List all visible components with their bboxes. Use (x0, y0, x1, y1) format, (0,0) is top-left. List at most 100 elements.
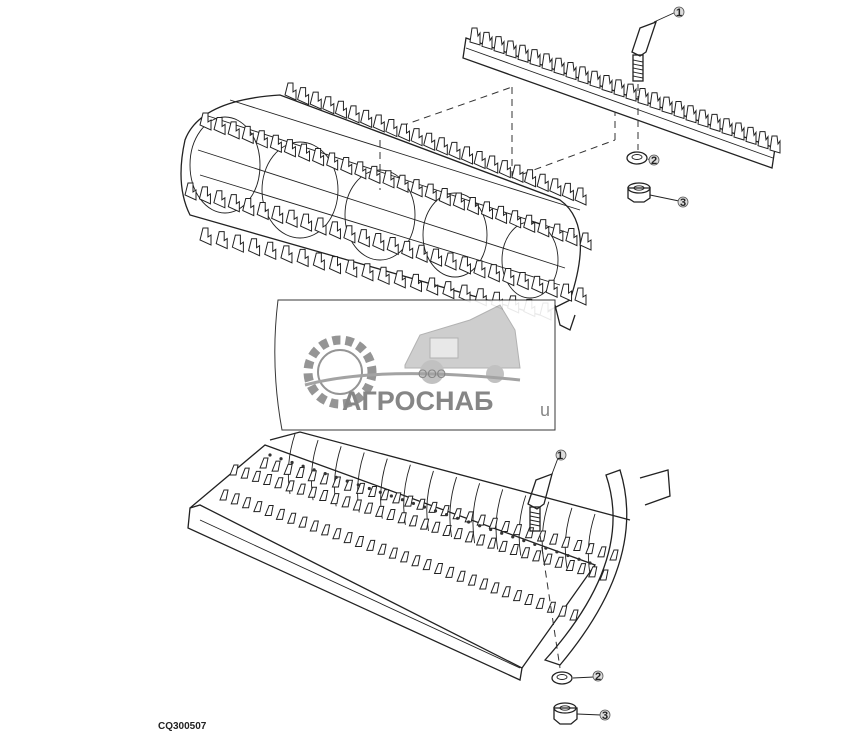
cylinder-tooth (551, 223, 564, 242)
cylinder-tooth (426, 277, 439, 296)
cylinder-tooth (466, 196, 479, 216)
cylinder-tooth (502, 268, 515, 287)
callout-2-top-label: 2 (651, 155, 657, 167)
nut-top[interactable] (627, 182, 651, 203)
figure-code: CQ300507 (158, 721, 207, 731)
rail-rivet (268, 453, 272, 457)
cylinder-tooth (536, 173, 549, 193)
cylinder-tooth (284, 82, 297, 101)
concave-wire (500, 520, 510, 532)
rasp-tooth (577, 66, 589, 85)
concave-wire (464, 531, 475, 543)
callout-1-bottom: 1 (551, 449, 567, 475)
rasp-tooth (685, 105, 697, 124)
concave-wire (535, 597, 545, 609)
concave-wire (456, 570, 466, 582)
concave-wire (377, 543, 387, 555)
cylinder-tooth (429, 248, 443, 267)
rasp-tooth (565, 62, 577, 81)
cylinder-tooth (523, 169, 537, 188)
cylinder-tooth (269, 134, 282, 153)
rasp-bolt-bottom[interactable] (527, 472, 553, 532)
cylinder-tooth (559, 283, 573, 302)
concave-wire (262, 474, 273, 486)
rail-rivet (389, 494, 393, 498)
concave-bar (426, 470, 434, 531)
callout-2-top: 2 (647, 154, 660, 167)
concave-wire (285, 480, 295, 492)
cylinder-tooth (574, 187, 587, 206)
cylinder-tooth (322, 96, 335, 115)
cylinder-tooth (397, 123, 410, 142)
concave-wire (524, 527, 535, 539)
rail-rivet (467, 520, 471, 524)
cylinder-tooth (480, 201, 493, 220)
rasp-tooth (529, 49, 541, 68)
rasp-bolt-top[interactable] (631, 20, 658, 82)
concave-wire (557, 605, 568, 617)
cylinder-tooth (435, 137, 448, 156)
cylinder-tooth (452, 192, 465, 211)
concave-wire (366, 539, 376, 551)
concave-wire (597, 546, 607, 558)
concave-wire (388, 547, 398, 559)
concave-wire (309, 520, 319, 532)
washer-top[interactable] (626, 151, 648, 165)
concave-wire (375, 505, 385, 517)
callout-3-bottom: 3 (576, 709, 611, 722)
rasp-tooth (745, 126, 757, 146)
rail-rivet (588, 561, 592, 565)
cylinder-tooth (460, 146, 474, 165)
threshing-cylinder (180, 82, 592, 331)
concave-wire (399, 551, 410, 563)
concave-wire (464, 511, 474, 523)
cylinder-tooth (199, 227, 212, 246)
concave-wire (548, 533, 559, 545)
concave-wire (488, 517, 498, 529)
cylinder-tooth (401, 240, 414, 260)
concave-wire (490, 582, 500, 594)
concave-wire (411, 555, 421, 567)
rail-rivet (279, 457, 283, 461)
cylinder-tooth (345, 259, 358, 278)
rail-rivet (478, 524, 482, 528)
rasp-tooth (757, 131, 769, 150)
cylinder-tooth (199, 112, 212, 131)
cylinder-tooth (393, 270, 406, 289)
concave-wire (330, 493, 340, 505)
concave-wire (433, 563, 444, 575)
concave-wire (585, 543, 595, 555)
cylinder-tooth (334, 100, 347, 120)
cylinder-tooth (545, 279, 558, 298)
washer-bottom[interactable] (551, 671, 573, 685)
cylinder-tooth (410, 179, 423, 198)
cylinder-tooth (579, 232, 592, 251)
callout-1-top-label: 1 (676, 7, 682, 19)
rasp-tooth (601, 75, 613, 94)
concave-wire (569, 609, 579, 621)
rasp-tooth (589, 70, 601, 89)
concave-wire (453, 528, 463, 540)
cylinder-tooth (487, 264, 500, 283)
rail-rivet (544, 546, 548, 550)
concave-wire (576, 563, 587, 575)
cylinder-tooth (473, 260, 486, 279)
concave-wire (251, 470, 262, 482)
concave-wire (320, 524, 331, 536)
cylinder-tooth (198, 186, 211, 205)
concave-wire (274, 477, 284, 489)
cylinder-tooth (442, 281, 455, 300)
cylinder-tooth (377, 266, 390, 286)
gear-icon (303, 335, 377, 409)
cylinder-tooth (283, 139, 296, 158)
rail-rivet (555, 550, 559, 554)
callout-2-bottom: 2 (572, 670, 604, 683)
cylinder-tooth (256, 201, 269, 221)
rasp-tooth (697, 109, 709, 128)
concave-wire (296, 483, 306, 495)
concave-wire (331, 476, 342, 488)
cylinder-tooth (444, 252, 457, 271)
nut-bottom[interactable] (553, 702, 578, 725)
cylinder-tooth (328, 256, 342, 275)
concave-wire (475, 534, 486, 546)
